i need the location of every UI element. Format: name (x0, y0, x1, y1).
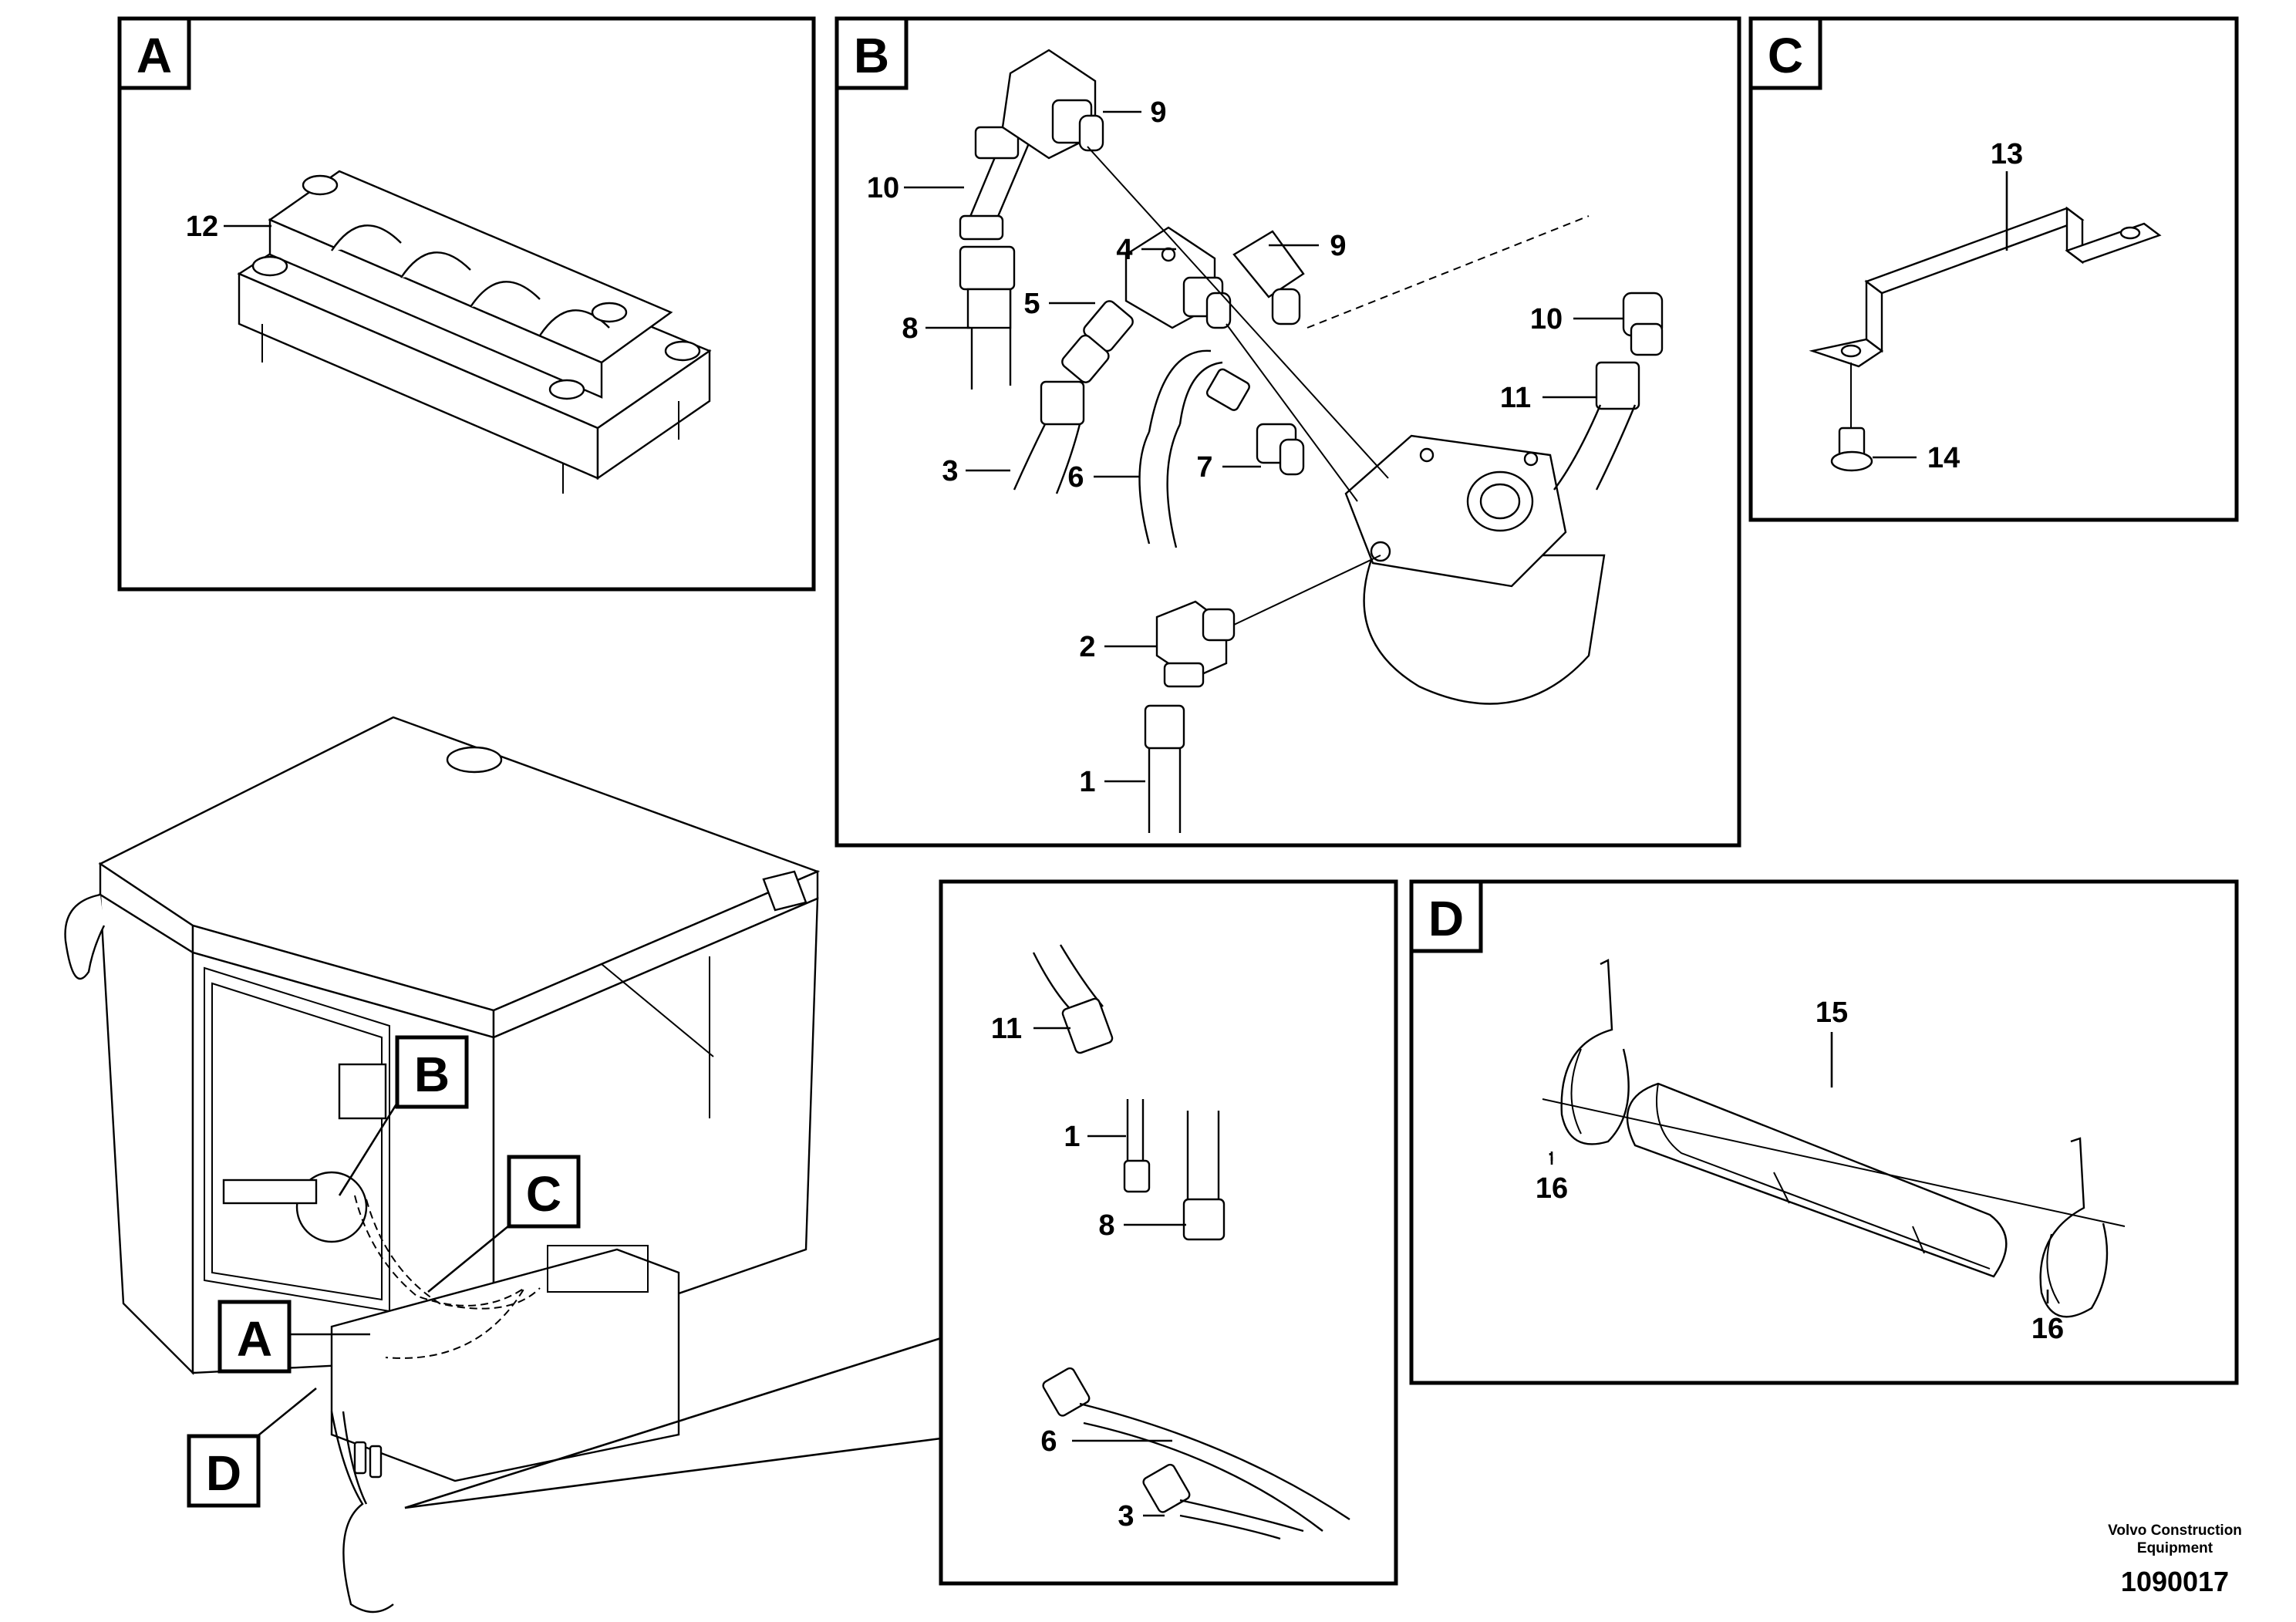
tag-d: D (206, 1445, 241, 1501)
panel-b: B (834, 16, 1741, 848)
panel-d-letter: D (1428, 891, 1464, 946)
d-callout-16a: 16 (1536, 1172, 1568, 1205)
panel-c-letter: C (1768, 28, 1803, 83)
callout-5: 5 (1023, 288, 1040, 320)
callout-1: 1 (1079, 766, 1095, 798)
publisher-block: Volvo Construction Equipment 1090017 (2108, 1523, 2242, 1597)
elbow-4 (1124, 226, 1232, 329)
hose-11-end (1032, 944, 1114, 1054)
panel-b-letter: B (854, 28, 889, 83)
publisher-line-2: Equipment (2137, 1540, 2213, 1556)
hose-8 (959, 245, 1016, 389)
adapter-7 (1256, 423, 1305, 476)
tag-a: A (237, 1311, 272, 1367)
d-callout-15: 15 (1816, 996, 1848, 1029)
panel-a: A 12 (117, 16, 816, 592)
hose-6-end (1042, 1367, 1350, 1532)
callout-10b: 10 (1530, 303, 1563, 336)
e-callout-1: 1 (1064, 1121, 1080, 1153)
e-callout-8: 8 (1098, 1209, 1114, 1242)
tag-c-box (507, 1155, 581, 1229)
elbow-2 (1155, 600, 1236, 688)
callout-13: 13 (1991, 138, 2023, 170)
hose-3 (1013, 380, 1085, 494)
steering-unit (1344, 434, 1606, 705)
panel-c: C 13 14 (1748, 16, 2239, 522)
callout-4: 4 (1116, 234, 1132, 266)
adapter-5 (1061, 300, 1134, 383)
hose-6 (1138, 349, 1250, 548)
callout-6: 6 (1067, 461, 1084, 494)
panel-c-letter-box (1748, 16, 1822, 90)
callout-12: 12 (186, 211, 218, 243)
panel-b-frame (834, 16, 1741, 848)
protective-sleeve (1626, 1082, 2008, 1278)
panel-a-letter: A (137, 28, 172, 83)
callout-2: 2 (1079, 631, 1095, 663)
callout-3: 3 (942, 455, 958, 487)
fitting-10-right (1622, 292, 1664, 356)
overview-tags: B C A D (187, 1035, 942, 1509)
hose-3-end (1142, 1463, 1304, 1540)
panel-b-letter-box (834, 16, 909, 90)
callout-7: 7 (1196, 451, 1212, 484)
cable-tie-right (2039, 1137, 2109, 1318)
callout-14: 14 (1927, 442, 1960, 474)
panel-c-frame (1748, 16, 2239, 522)
adapter-9-mid (1232, 230, 1305, 325)
callout-9b: 9 (1330, 230, 1346, 262)
e-callout-6: 6 (1040, 1425, 1057, 1458)
panel-d: D 15 16 16 (1409, 879, 2239, 1385)
part-number: 1090017 (2121, 1566, 2229, 1597)
callout-11: 11 (1500, 382, 1531, 414)
e-callout-11: 11 (991, 1013, 1022, 1045)
panel-a-frame (117, 16, 816, 592)
panel-a-letter-box (117, 16, 191, 90)
tag-a-box (217, 1300, 292, 1374)
panel-d-letter-box (1409, 879, 1483, 953)
tag-c: C (526, 1166, 561, 1222)
clamp-block (237, 170, 712, 494)
tag-b: B (414, 1047, 450, 1102)
callout-9a: 9 (1150, 96, 1166, 129)
fitting-10-top (959, 121, 1040, 241)
tag-d-box (187, 1434, 261, 1508)
panel-d-frame (1409, 879, 2239, 1385)
bracket (1809, 206, 2162, 368)
bolt (1830, 363, 1873, 472)
cab-overview (64, 716, 821, 1614)
publisher-line-1: Volvo Construction (2108, 1523, 2242, 1539)
hose-1 (1144, 704, 1185, 833)
panel-hose-ends-frame (939, 879, 1398, 1586)
hose-11 (1553, 361, 1640, 491)
tag-b-box (395, 1035, 469, 1109)
callout-10a: 10 (867, 172, 899, 204)
d-callout-16b: 16 (2031, 1313, 2064, 1345)
e-callout-3: 3 (1118, 1500, 1134, 1533)
cable-tie-left (1560, 959, 1630, 1145)
panel-hose-ends: 11 1 8 6 3 (939, 879, 1398, 1586)
hose-8-end (1182, 1111, 1226, 1241)
callout-8: 8 (902, 312, 918, 345)
hose-1-end (1123, 1099, 1151, 1193)
